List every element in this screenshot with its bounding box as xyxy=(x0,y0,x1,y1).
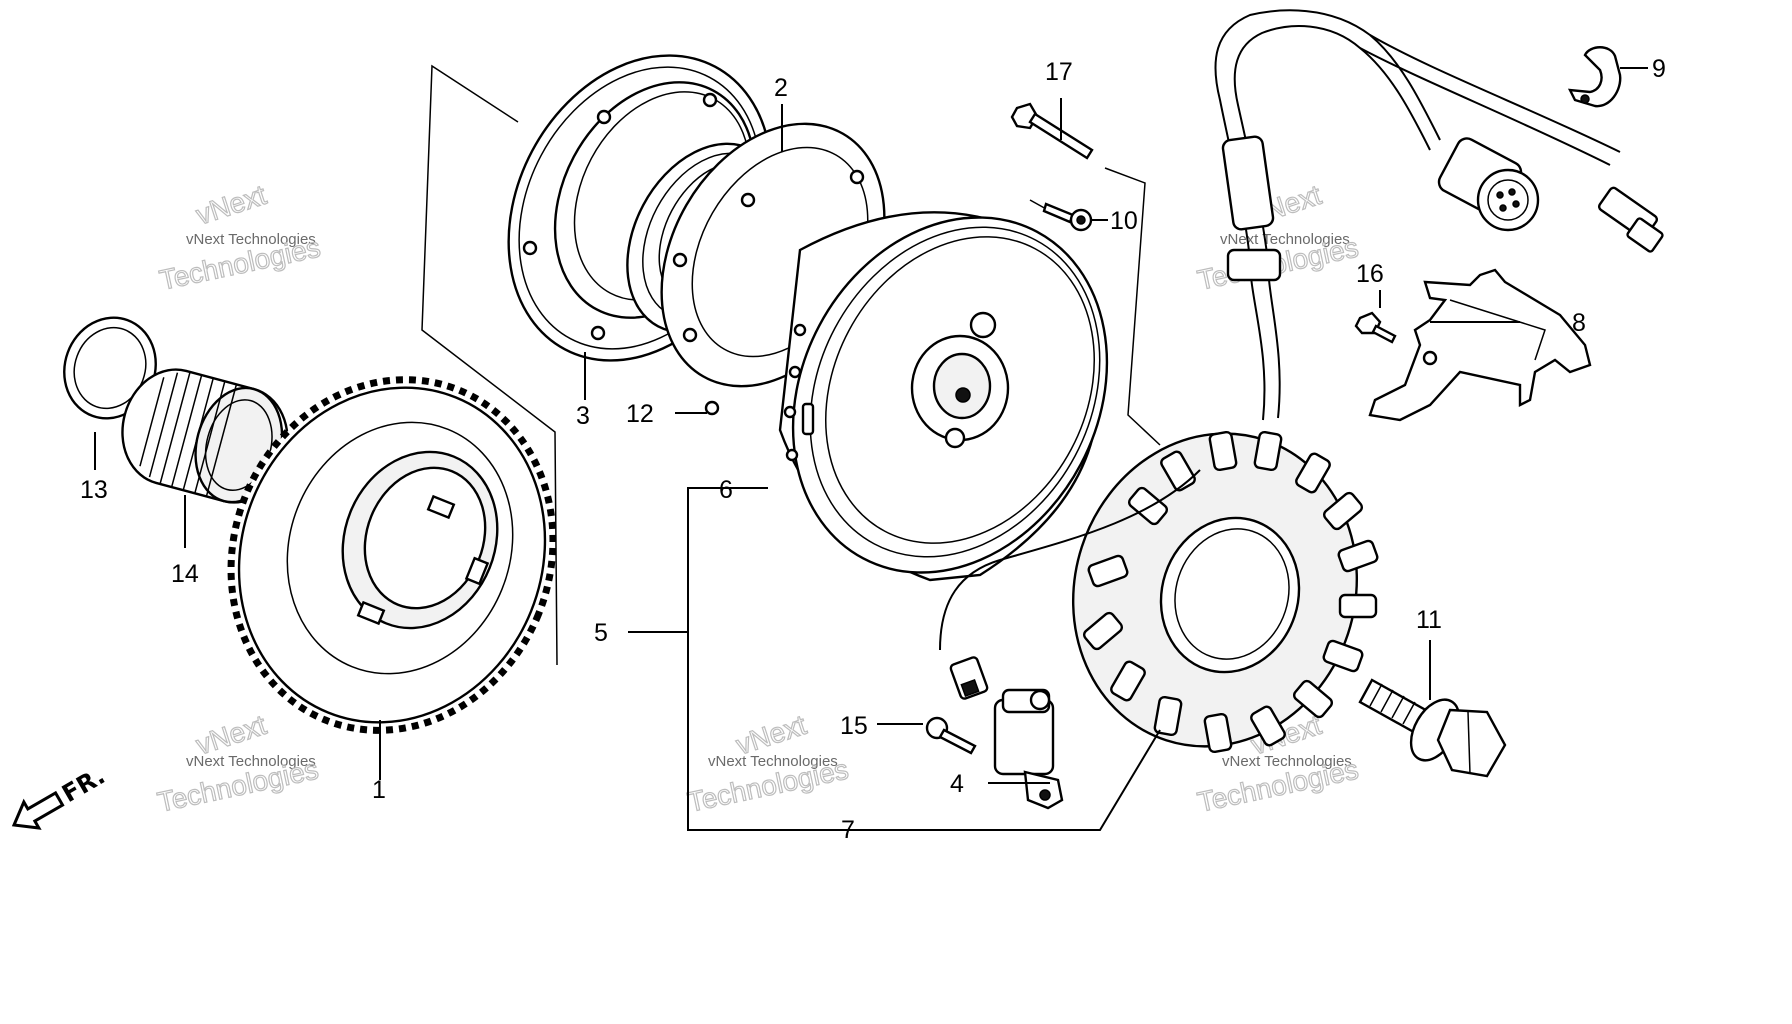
watermark-caption: vNext Technologies xyxy=(186,231,316,248)
callout-4: 4 xyxy=(950,770,964,798)
arrow-left-icon xyxy=(11,790,65,830)
callout-10: 10 xyxy=(1110,207,1138,235)
callout-16: 16 xyxy=(1356,260,1384,288)
callout-15: 15 xyxy=(840,712,868,740)
callout-1: 1 xyxy=(372,776,386,804)
callout-numbers: 1 2 3 4 5 6 7 8 9 10 11 12 13 14 15 16 1… xyxy=(80,55,1666,844)
flange-bolt-10-part xyxy=(1042,202,1093,232)
watermark-bottom-center: vNext vNext Technologies Technologies xyxy=(684,708,852,818)
callout-17: 17 xyxy=(1045,58,1073,86)
callout-2: 2 xyxy=(774,74,788,102)
watermark-caption: vNext Technologies xyxy=(186,753,316,770)
wire-clip-part xyxy=(1567,46,1622,108)
leader-lines xyxy=(94,67,1648,831)
watermark-caption: vNext Technologies xyxy=(1220,231,1350,248)
needle-bearing-part xyxy=(121,368,289,504)
callout-9: 9 xyxy=(1652,55,1666,83)
callout-12: 12 xyxy=(626,400,654,428)
round-connector-part xyxy=(1437,137,1540,232)
assembly-outline-left xyxy=(421,64,558,666)
callout-3: 3 xyxy=(576,402,590,430)
watermark-caption: vNext Technologies xyxy=(708,753,838,770)
starter-driven-gear-part xyxy=(227,376,557,734)
watermark-top-left: vNext vNext Technologies Technologies xyxy=(156,178,324,296)
screw-15-part xyxy=(925,716,977,755)
flat-connector-part xyxy=(1597,186,1664,253)
callout-11: 11 xyxy=(1416,606,1442,634)
front-direction-indicator: FR. xyxy=(11,762,110,830)
rotor-bolt-part xyxy=(1010,102,1094,160)
stator-lead-connector-part xyxy=(949,656,989,700)
pulse-generator-cover-part xyxy=(1368,268,1592,422)
stator-part xyxy=(1071,430,1379,754)
callout-5: 5 xyxy=(594,619,608,647)
callout-7: 7 xyxy=(841,816,855,844)
watermark-bottom-left: vNext vNext Technologies Technologies xyxy=(154,708,322,818)
pulse-generator-part xyxy=(993,688,1064,810)
watermark-caption: vNext Technologies xyxy=(1222,753,1352,770)
wire-harness-part xyxy=(939,9,1621,651)
callout-8: 8 xyxy=(1572,309,1586,337)
small-bolt-16-part xyxy=(1354,311,1397,344)
callout-13: 13 xyxy=(80,476,108,504)
direction-label: FR. xyxy=(57,762,109,808)
callout-6: 6 xyxy=(719,476,733,504)
watermark-vnext: vNext xyxy=(192,179,270,231)
flywheel-rotor-part xyxy=(778,211,1109,582)
flywheel-bolt-part xyxy=(1358,678,1507,778)
callout-14: 14 xyxy=(171,560,199,588)
